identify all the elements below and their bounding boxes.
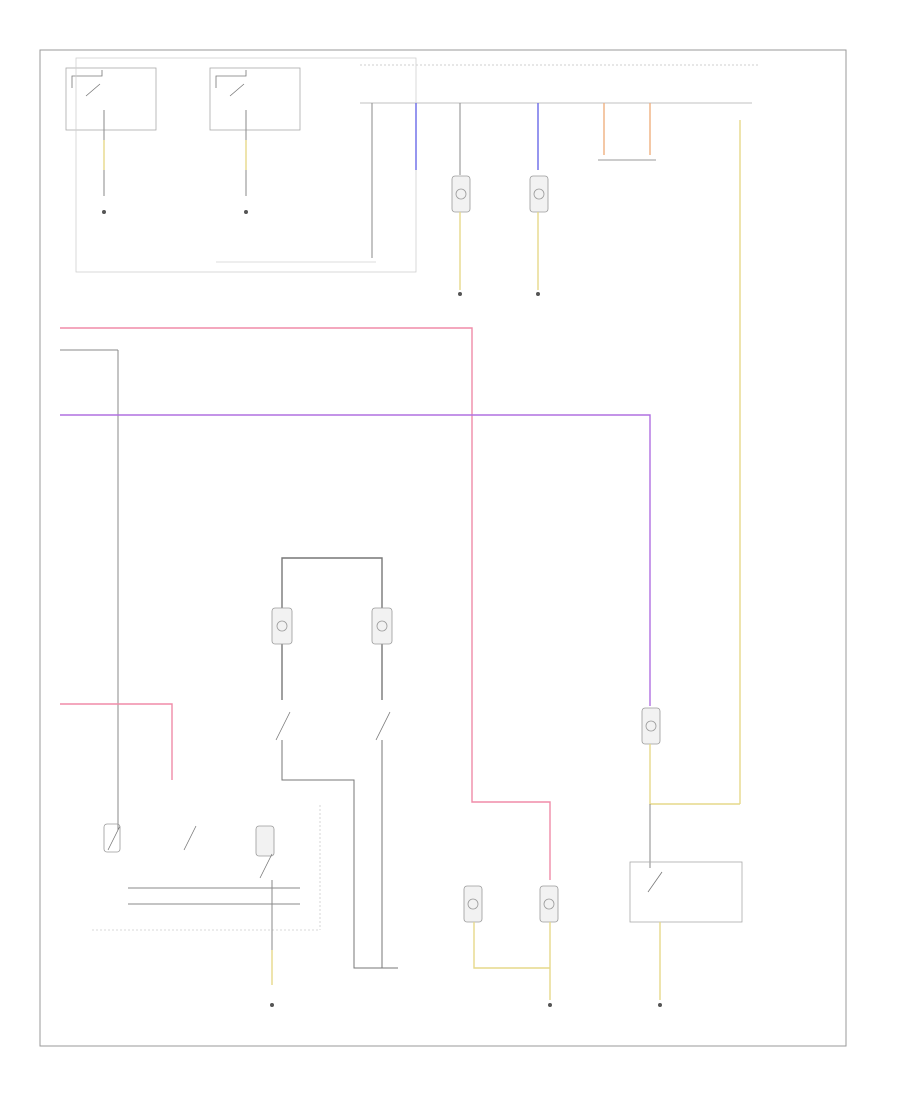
trunk-lamp-ground-terminal: [548, 1003, 552, 1007]
left-lower-switch-lever: [107, 825, 121, 851]
left-door-switch-group: [65, 67, 157, 214]
center-left-lamp-body: [271, 607, 293, 645]
pink-wire-top: [60, 327, 551, 880]
right-lower-switch-body: [255, 825, 275, 857]
left-trunk-lamp-bulb: [467, 898, 479, 910]
right-footwell-lamp: [529, 175, 549, 296]
luggage-lamp-body: [641, 707, 661, 745]
right-lower-switch: [255, 825, 275, 879]
center-right-lamp: [371, 607, 393, 645]
center-left-lamp-bulb: [276, 620, 288, 632]
center-lower-switch-lever: [183, 825, 197, 851]
right-door-switch-group: [209, 67, 301, 214]
center-right-switch-lever: [375, 711, 391, 741]
luggage-ground-terminal: [658, 1003, 662, 1007]
left-door-switch-contact: [71, 70, 103, 88]
center-right-lamp-body: [371, 607, 393, 645]
left-footwell-lamp: [451, 175, 471, 296]
lower-left-ground-terminal: [270, 1003, 274, 1007]
trunk-lamp-yellow-link: [473, 922, 550, 969]
right-door-switch-lever: [229, 83, 245, 97]
right-footwell-lamp-bulb: [533, 188, 545, 200]
center-top-bus: [281, 557, 383, 700]
left-door-switch-lever: [85, 83, 101, 97]
luggage-lamp-bulb: [645, 720, 657, 732]
center-left-switch-lever: [275, 711, 291, 741]
right-footwell-lamp-ground: [536, 292, 540, 296]
left-door-switch-box: [65, 67, 157, 131]
right-door-switch-box: [209, 67, 301, 131]
pink-wire-lower: [60, 703, 173, 780]
luggage-switch-lever: [647, 871, 663, 893]
purple-wire: [60, 414, 651, 706]
diagram-frame: [39, 49, 847, 1047]
left-footwell-lamp-ground: [458, 292, 462, 296]
luggage-lamp: [641, 707, 661, 745]
right-door-ground-terminal: [244, 210, 248, 214]
left-footwell-lamp-body: [451, 175, 471, 213]
left-lower-switch: [103, 823, 121, 853]
left-trunk-lamp: [463, 885, 483, 923]
right-door-switch-contact: [215, 70, 247, 88]
left-lower-switch-body: [103, 823, 121, 853]
left-footwell-lamp-bulb: [455, 188, 467, 200]
center-left-lamp: [271, 607, 293, 645]
luggage-switch-box: [629, 861, 743, 923]
left-door-ground-terminal: [102, 210, 106, 214]
right-trunk-lamp: [539, 885, 559, 923]
center-left-return: [281, 740, 398, 969]
left-trunk-lamp-body: [463, 885, 483, 923]
center-lower-switch: [183, 825, 197, 851]
center-right-lamp-bulb: [376, 620, 388, 632]
luggage-yellow-return: [649, 744, 740, 805]
right-lower-switch-lever: [259, 853, 273, 879]
right-trunk-lamp-body: [539, 885, 559, 923]
right-trunk-lamp-bulb: [543, 898, 555, 910]
right-footwell-lamp-body: [529, 175, 549, 213]
